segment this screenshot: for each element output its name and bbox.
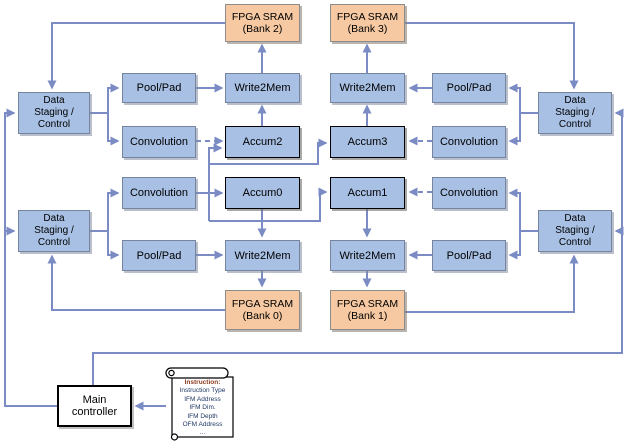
sram-bank0: FPGA SRAM (Bank 0) [225,290,300,330]
instruction-field: OFM Address [182,421,223,429]
convolution-top-left: Convolution [122,126,196,158]
write2mem-top-left: Write2Mem [225,73,300,103]
conn-staging-tr-to-poolpad [508,83,538,114]
conn-staging-bl-to-poolpad [107,231,120,260]
conn-staging-bl-to-conv [90,188,120,232]
conn-staging-tl-to-poolpad [90,83,120,114]
instruction-scroll-text: Instruction: Instruction Type IFM Addres… [172,379,233,438]
scroll-top-roll [165,367,229,379]
data-staging-control-bottom-left: Data Staging / Control [18,210,90,252]
conn-staging-br-to-poolpad [508,231,521,260]
instruction-field: IFM Depth [187,412,218,420]
conn-staging-tr-to-conv [508,113,521,146]
conn-bank1-to-staging-br [405,254,579,313]
conn-bank0-to-staging-bl [47,254,225,311]
conn-controller-to-staging-right [92,108,624,385]
pool-pad-top-left: Pool/Pad [122,73,196,103]
pool-pad-bottom-right: Pool/Pad [432,240,506,271]
instruction-field: IFM Address [184,395,221,403]
conn-bank3-to-staging-tr [405,22,579,90]
instruction-field: Instruction Type [179,387,226,395]
convolution-top-right: Convolution [432,126,506,158]
write2mem-top-right: Write2Mem [330,73,405,103]
data-staging-control-bottom-right: Data Staging / Control [538,210,612,252]
scroll-bottom-curl [170,433,179,441]
conn-accum-net-to-accum3 [209,138,328,165]
write2mem-bottom-left: Write2Mem [225,240,300,271]
sram-bank3: FPGA SRAM (Bank 3) [330,4,405,42]
pool-pad-bottom-left: Pool/Pad [122,240,196,271]
sram-bank2: FPGA SRAM (Bank 2) [225,4,300,42]
instruction-field: ... [199,429,206,437]
conn-bank2-to-staging-tl [47,22,225,90]
scroll-body [171,376,234,438]
conn-staging-br-to-conv [508,188,538,232]
accum2-block: Accum2 [225,126,300,158]
pool-pad-top-right: Pool/Pad [432,73,506,103]
accum1-block: Accum1 [330,177,405,209]
sram-bank1: FPGA SRAM (Bank 1) [330,290,405,330]
conn-controller-to-staging-left [4,108,57,407]
conn-staging-tl-to-conv [107,113,120,146]
data-staging-control-top-right: Data Staging / Control [538,92,612,134]
scroll-top-curl [168,369,175,377]
convolution-bottom-left: Convolution [122,177,196,209]
write2mem-bottom-right: Write2Mem [330,240,405,271]
convolution-bottom-right: Convolution [432,177,506,209]
data-staging-control-top-left: Data Staging / Control [18,92,90,134]
accum3-block: Accum3 [330,126,405,158]
instruction-title: Instruction: [184,379,221,386]
main-controller-block: Main controller [57,385,132,427]
accum0-block: Accum0 [225,177,300,209]
conn-accum-net-to-accum1 [209,187,328,222]
instruction-scroll-shape [165,367,234,441]
instruction-field: IFM Dim. [189,404,216,412]
conn-accum-net-to-accum2 [208,143,223,221]
